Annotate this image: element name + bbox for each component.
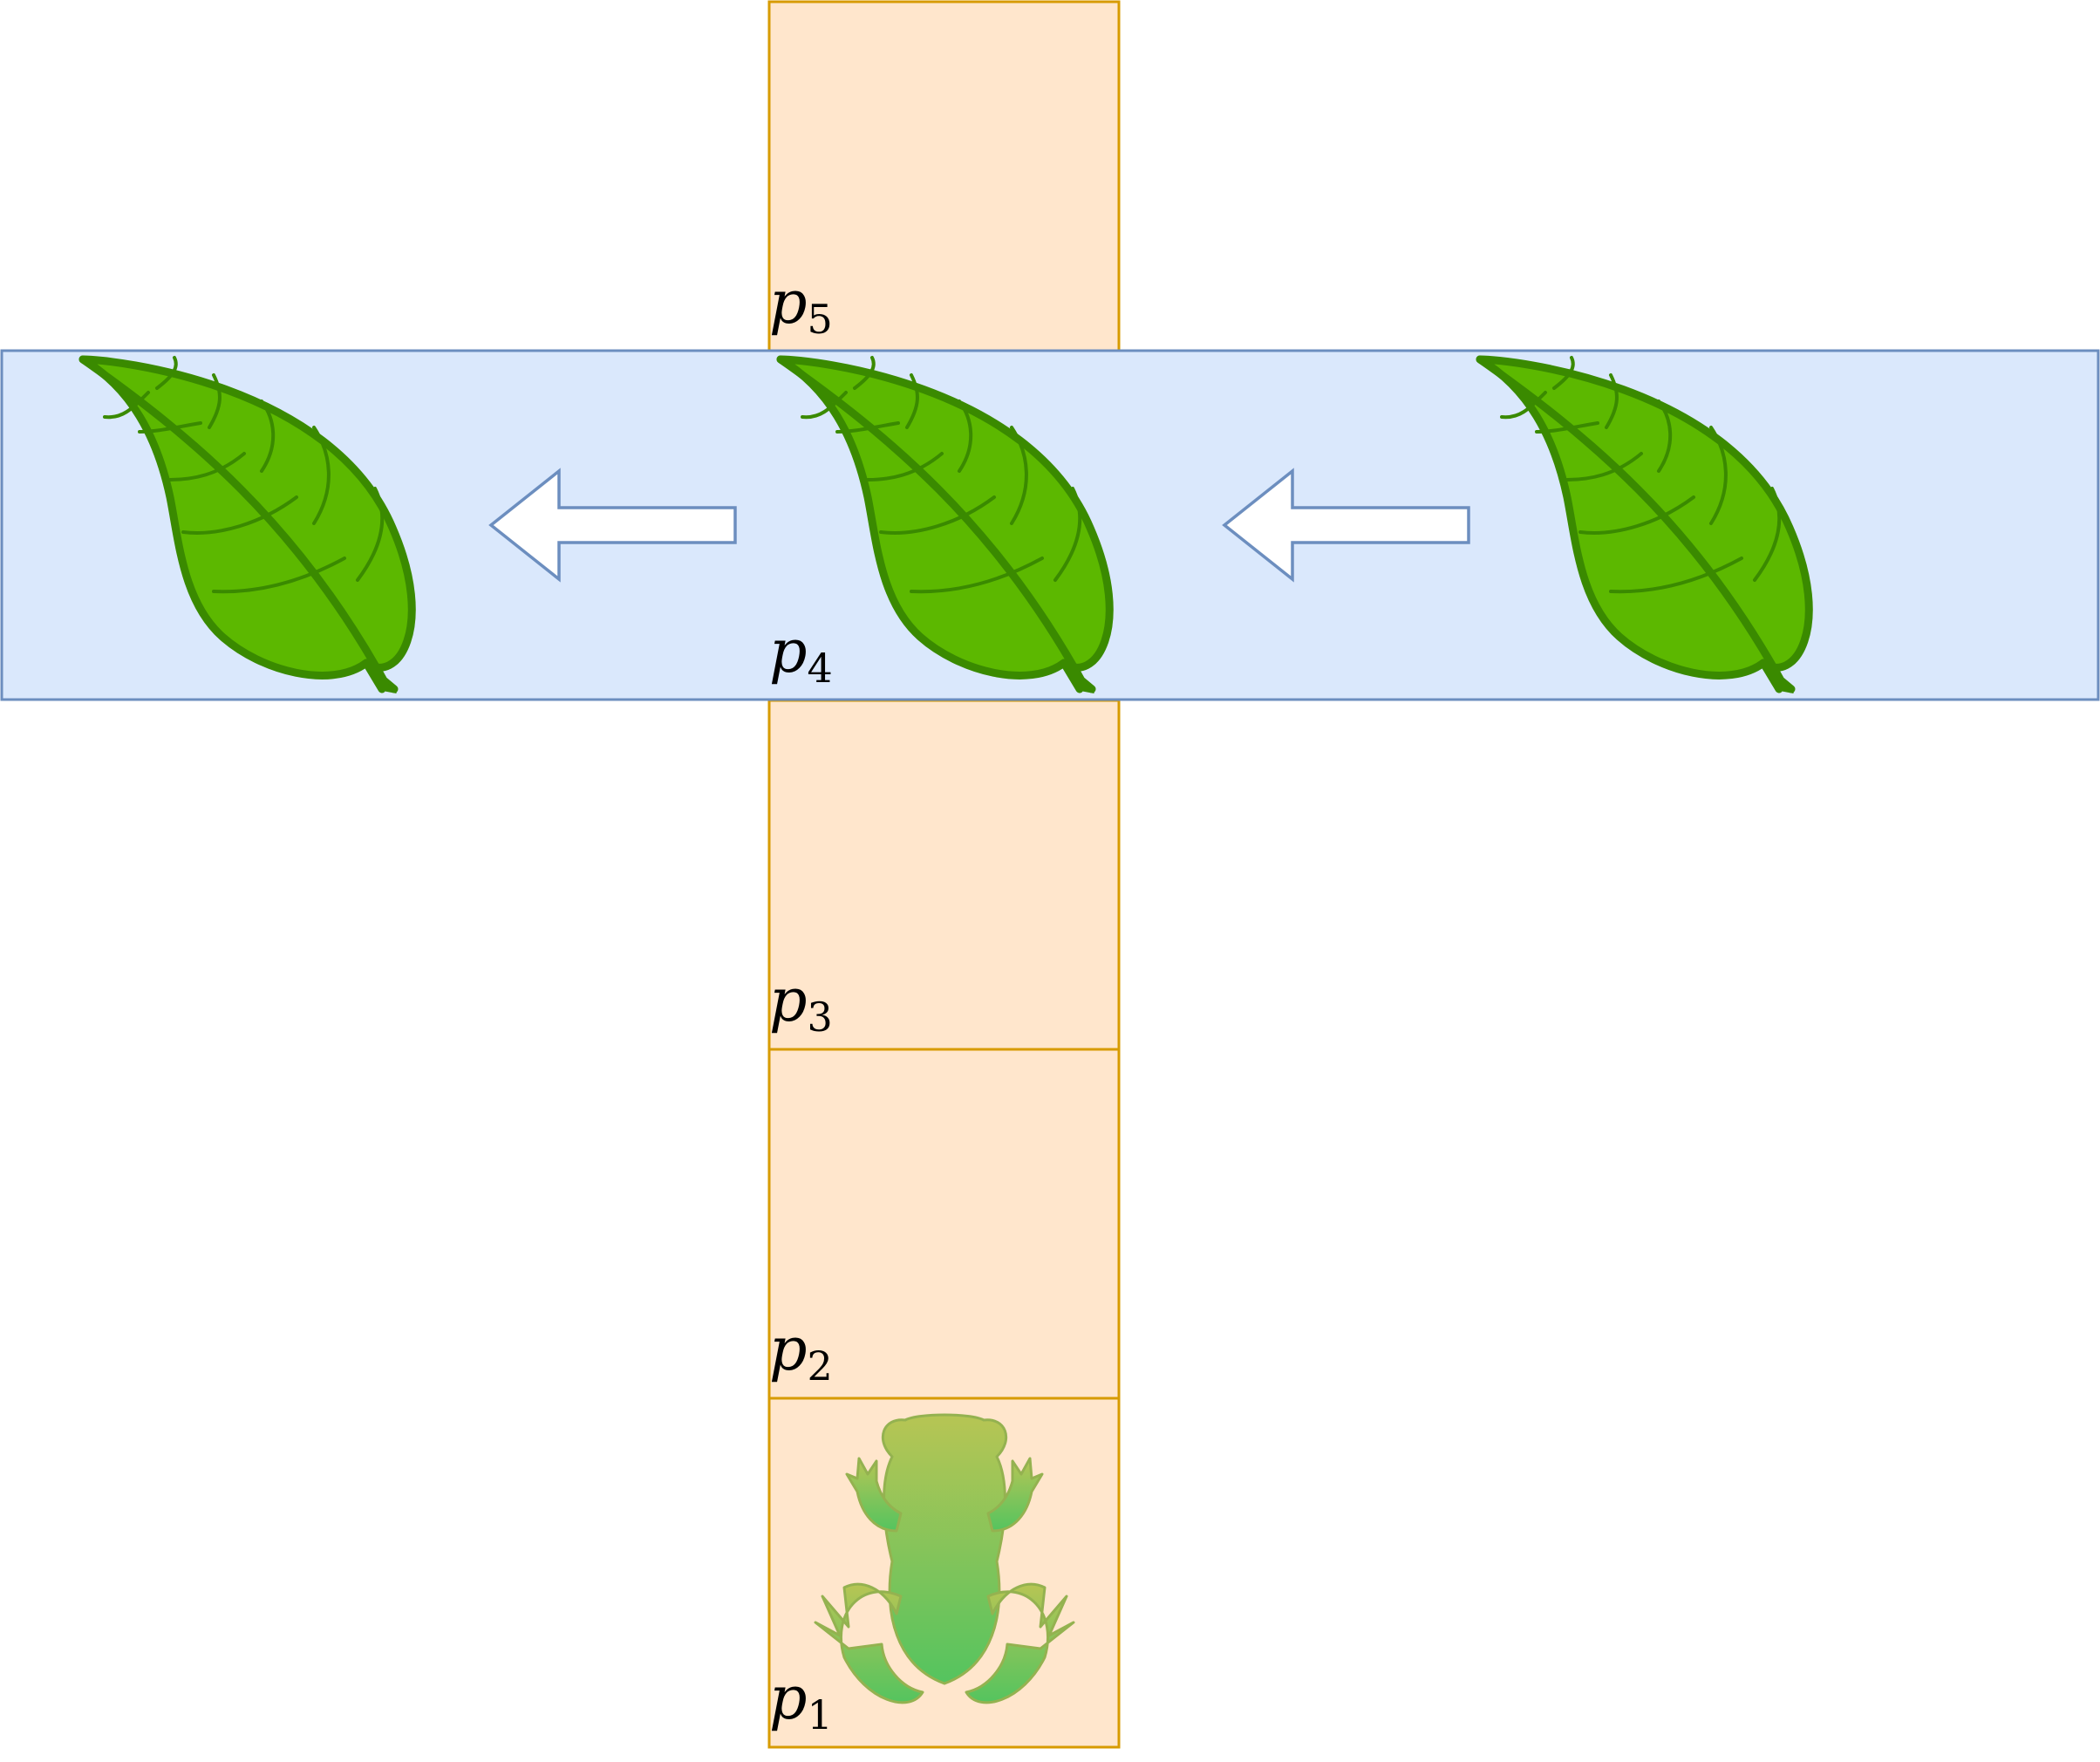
frog-icon: [814, 1413, 1075, 1704]
cell-p3: [767, 699, 1121, 1051]
cell-label-p4: p4: [769, 618, 833, 692]
cell-label-p1: p1: [769, 1664, 833, 1738]
cell-p2: [767, 1048, 1121, 1400]
cell-label-p2: p2: [769, 1315, 833, 1390]
cell-p5: [767, 0, 1121, 352]
cell-label-p3: p3: [769, 966, 833, 1041]
cell-label-p5: p5: [769, 269, 833, 343]
